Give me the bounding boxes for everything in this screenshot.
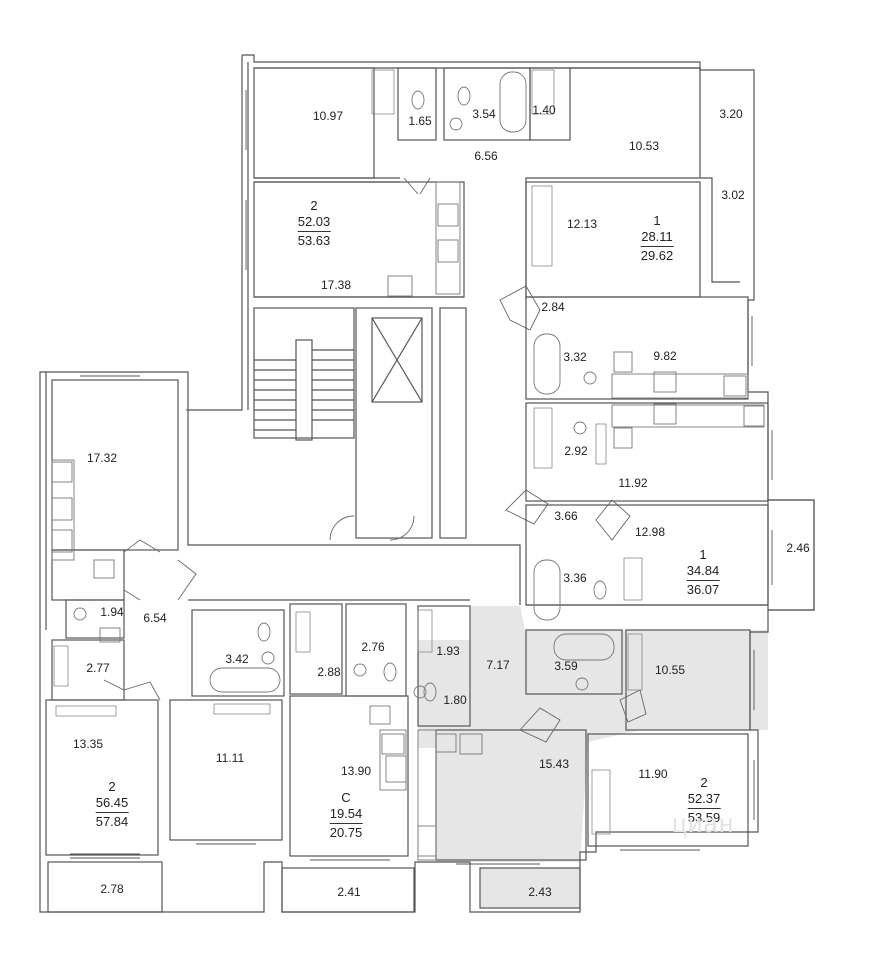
room-area-label: 2.43 <box>528 885 552 899</box>
apartment-total-area: 57.84 <box>95 814 129 829</box>
room-area-label: 9.82 <box>653 349 677 363</box>
room-area-label: 3.59 <box>554 659 578 673</box>
room-area-label: 15.43 <box>538 757 570 771</box>
room-area-label: 13.90 <box>340 764 372 778</box>
door-swings <box>103 177 647 743</box>
room-area-label: 3.32 <box>563 350 587 364</box>
room-area-label: 1.93 <box>436 644 460 658</box>
apartment-room-count: 2 <box>700 775 708 790</box>
room-area-label: 6.54 <box>143 611 167 625</box>
kitchen-counters <box>51 181 765 861</box>
apartment-living-area: 34.84 <box>686 563 720 578</box>
room-area-label: 10.53 <box>628 139 660 153</box>
room-area-label: 11.11 <box>215 751 245 765</box>
room-area-label: 3.54 <box>472 107 496 121</box>
room-area-label: 2.46 <box>786 541 810 555</box>
room-area-label: 12.13 <box>566 217 598 231</box>
room-area-label: 11.90 <box>638 767 668 781</box>
room-area-label: 1.94 <box>100 605 124 619</box>
apartment-total-area: 20.75 <box>329 825 363 840</box>
apartment-total-area: 53.59 <box>687 810 721 825</box>
room-area-label: 13.35 <box>72 737 104 751</box>
room-area-label: 2.77 <box>86 661 110 675</box>
apartment-room-count: 2 <box>108 779 116 794</box>
room-area-label: 2.92 <box>564 444 588 458</box>
apartment-summary: 2 56.45 57.84 <box>95 779 129 830</box>
room-area-label: 17.32 <box>86 451 118 465</box>
apartment-room-count: 1 <box>699 547 707 562</box>
apartment-summary: С 19.54 20.75 <box>329 790 363 841</box>
apartment-living-area: 52.37 <box>687 791 721 806</box>
room-area-label: 3.20 <box>719 107 743 121</box>
radiators <box>53 69 643 835</box>
room-area-label: 6.56 <box>474 149 498 163</box>
room-area-label: 7.17 <box>486 658 510 672</box>
apartment-summary: 1 28.11 29.62 <box>640 213 674 264</box>
room-area-label: 2.84 <box>541 300 565 314</box>
room-area-label: 1.80 <box>443 693 467 707</box>
room-area-label: 2.41 <box>337 885 361 899</box>
room-area-label: 10.97 <box>312 109 344 123</box>
apartment-room-count: 2 <box>310 198 318 213</box>
apartment-room-count: С <box>341 790 351 805</box>
apartment-living-area: 19.54 <box>329 806 363 821</box>
room-area-label: 3.02 <box>721 188 745 202</box>
apartment-living-area: 56.45 <box>95 795 129 810</box>
room-area-label: 10.55 <box>654 663 686 677</box>
room-area-label: 12.98 <box>634 525 666 539</box>
apartment-room-count: 1 <box>653 213 661 228</box>
apartment-total-area: 29.62 <box>640 248 674 263</box>
room-area-label: 2.88 <box>317 665 341 679</box>
room-area-label: 17.38 <box>320 278 352 292</box>
windows <box>70 90 773 865</box>
apartment-summary: 1 34.84 36.07 <box>686 547 720 598</box>
apartment-summary: 2 52.37 53.59 <box>687 775 721 826</box>
room-area-label: 2.76 <box>361 640 385 654</box>
apartment-total-area: 36.07 <box>686 582 720 597</box>
room-area-label: 3.42 <box>225 652 249 666</box>
apartment-living-area: 28.11 <box>641 229 673 244</box>
room-area-label: 3.36 <box>563 571 587 585</box>
apartment-summary: 2 52.03 53.63 <box>297 198 331 249</box>
watermark: циан <box>672 808 735 838</box>
room-area-label: 3.66 <box>554 509 578 523</box>
room-area-label: 1.65 <box>408 114 432 128</box>
room-area-label: 1.40 <box>532 103 556 117</box>
apartment-living-area: 52.03 <box>297 214 331 229</box>
apartment-total-area: 53.63 <box>297 233 331 248</box>
room-area-label: 2.78 <box>100 882 124 896</box>
room-area-label: 11.92 <box>618 476 648 490</box>
